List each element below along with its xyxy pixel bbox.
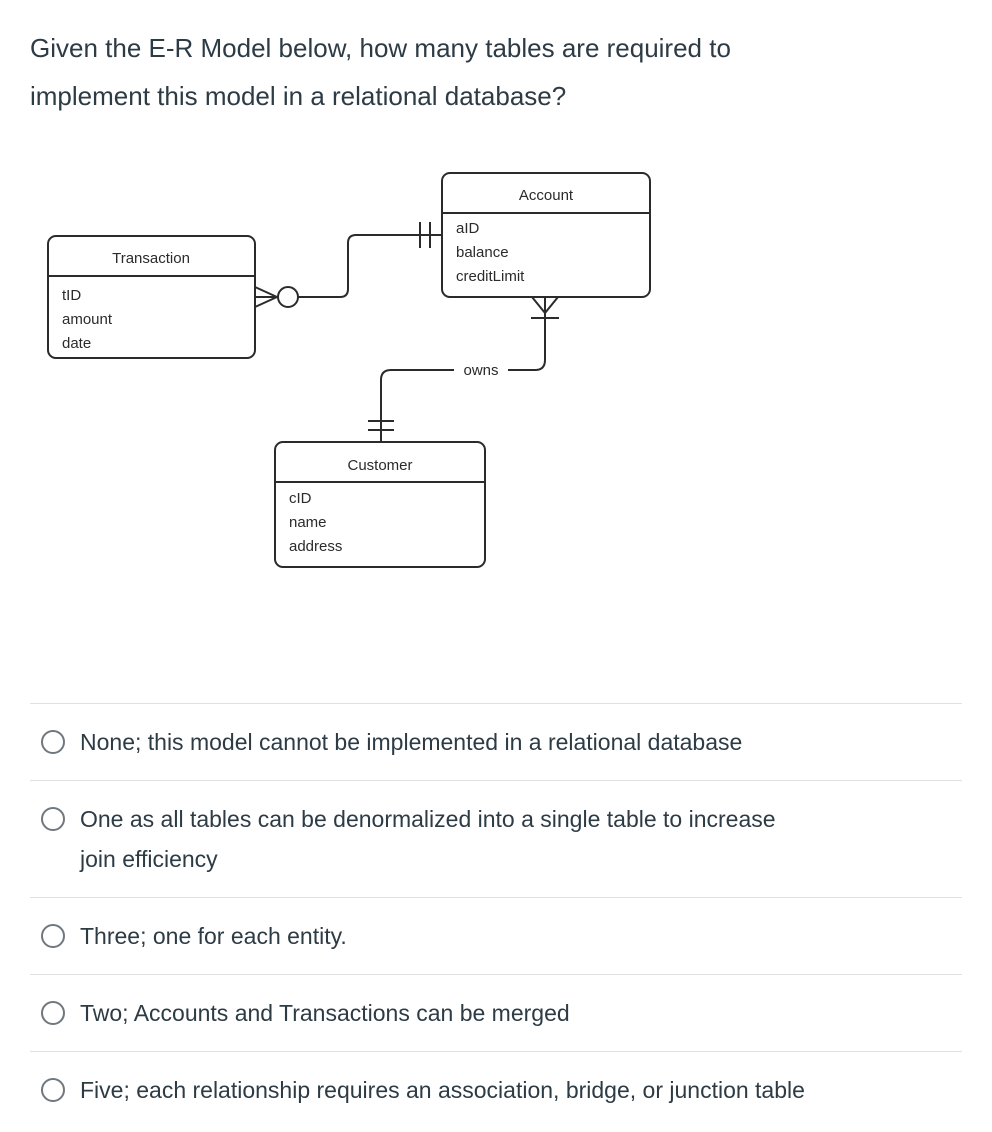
entity-attribute: name xyxy=(289,514,327,531)
option-row-three[interactable]: Three; one for each entity. xyxy=(30,897,962,974)
option-label: Three; one for each entity. xyxy=(80,923,347,949)
connector-transaction-account xyxy=(254,222,442,308)
option-label: join efficiency xyxy=(80,846,218,872)
option-row-two[interactable]: Two; Accounts and Transactions can be me… xyxy=(30,974,962,1051)
option-row-none[interactable]: None; this model cannot be implemented i… xyxy=(30,703,962,780)
entity-title: Transaction xyxy=(112,250,190,267)
question-line: implement this model in a relational dat… xyxy=(30,81,567,111)
radio-button[interactable] xyxy=(41,924,65,948)
option-label: None; this model cannot be implemented i… xyxy=(80,729,743,755)
entity-attribute: date xyxy=(62,335,91,352)
entity-title: Account xyxy=(519,187,574,204)
question-line: Given the E-R Model below, how many tabl… xyxy=(30,33,731,63)
option-label: Five; each relationship requires an asso… xyxy=(80,1077,805,1103)
entity-attribute: balance xyxy=(456,244,509,261)
option-row-five[interactable]: Five; each relationship requires an asso… xyxy=(30,1051,962,1128)
entity-attribute: creditLimit xyxy=(456,268,525,285)
option-label: Two; Accounts and Transactions can be me… xyxy=(80,1000,570,1026)
relationship-label: owns xyxy=(463,362,498,379)
entity-title: Customer xyxy=(347,457,412,474)
entity-attribute: tID xyxy=(62,287,81,304)
entity-transaction: Transaction tID amount date xyxy=(47,235,256,359)
radio-button[interactable] xyxy=(41,1078,65,1102)
zero-cardinality-circle xyxy=(277,286,299,308)
radio-button[interactable] xyxy=(41,1001,65,1025)
question-text: Given the E-R Model below, how many tabl… xyxy=(30,24,962,120)
entity-customer: Customer cID name address xyxy=(274,441,486,568)
entity-attribute: address xyxy=(289,538,342,555)
entity-attribute: amount xyxy=(62,311,113,328)
option-row-one[interactable]: One as all tables can be denormalized in… xyxy=(30,780,962,897)
entity-attribute: aID xyxy=(456,220,480,237)
option-label: One as all tables can be denormalized in… xyxy=(80,806,776,832)
connector-customer-account: owns xyxy=(368,296,559,442)
entity-attribute: cID xyxy=(289,490,312,507)
one-or-many-crowsfoot xyxy=(531,296,559,319)
radio-button[interactable] xyxy=(41,730,65,754)
entity-account: Account aID balance creditLimit xyxy=(441,172,651,298)
er-diagram: owns Transaction tID amount date Account… xyxy=(47,172,651,568)
one-and-only-one-ticks xyxy=(419,222,431,248)
answer-options: None; this model cannot be implemented i… xyxy=(30,703,962,1128)
one-and-only-one-ticks xyxy=(368,420,394,431)
radio-button[interactable] xyxy=(41,807,65,831)
